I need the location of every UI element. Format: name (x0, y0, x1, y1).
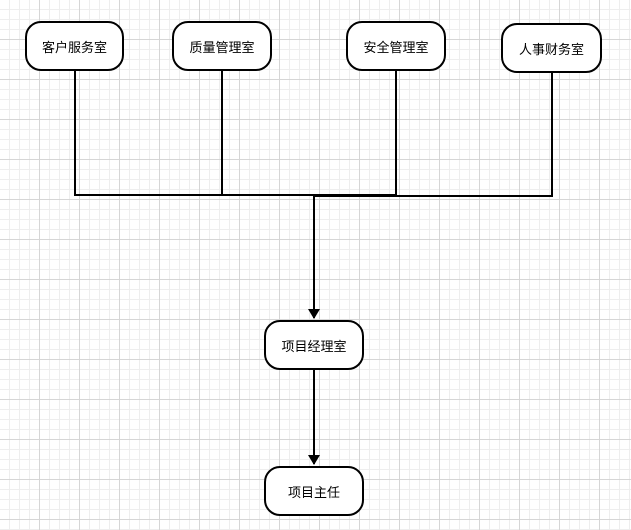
connector-customer-service (74, 71, 314, 196)
node-hr-finance[interactable]: 人事财务室 (501, 23, 602, 73)
connector-safety-management (314, 71, 397, 196)
connector-hr-finance (314, 73, 553, 197)
node-label: 人事财务室 (518, 42, 584, 58)
node-customer-service[interactable]: 客户服务室 (25, 21, 124, 71)
node-label: 客户服务室 (41, 40, 107, 56)
node-project-director[interactable]: 项目主任 (264, 466, 364, 516)
node-label: 质量管理室 (189, 40, 255, 56)
node-quality-management[interactable]: 质量管理室 (172, 21, 272, 71)
node-safety-management[interactable]: 安全管理室 (346, 21, 446, 71)
node-label: 安全管理室 (363, 40, 429, 56)
node-project-manager[interactable]: 项目经理室 (264, 320, 364, 370)
node-label: 项目经理室 (281, 339, 347, 355)
node-label: 项目主任 (287, 485, 340, 501)
